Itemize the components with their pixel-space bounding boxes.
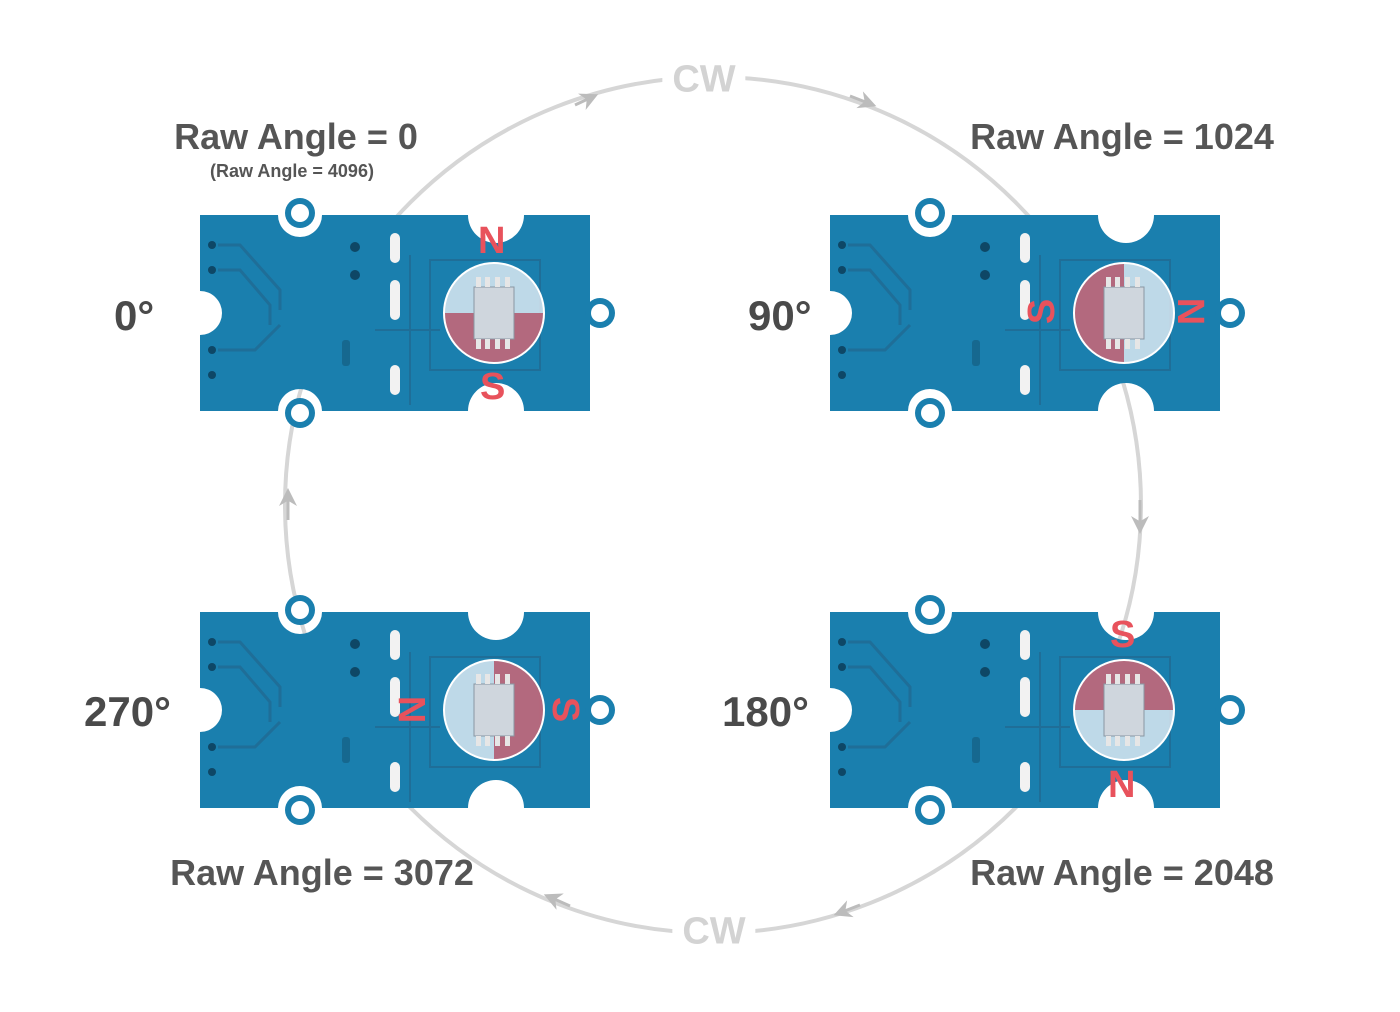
- raw-angle-label-0: Raw Angle = 0: [174, 116, 418, 157]
- arrow-top-right: [849, 91, 877, 109]
- degree-label-90: 90°: [748, 292, 812, 339]
- sensor-board-180: [828, 593, 1247, 827]
- north-pole-label-270: N: [392, 695, 435, 724]
- arrow-bottom-left: [543, 893, 571, 910]
- arrow-top-left: [574, 93, 599, 110]
- sensor-board-90: [828, 196, 1247, 430]
- south-pole-label-270: S: [544, 696, 587, 723]
- raw-angle-label-270: Raw Angle = 3072: [170, 852, 474, 893]
- raw-angle-note-0: (Raw Angle = 4096): [210, 161, 374, 181]
- raw-angle-label-90: Raw Angle = 1024: [970, 116, 1274, 157]
- degree-label-270: 270°: [84, 688, 171, 735]
- south-pole-label-0: S: [480, 366, 506, 408]
- north-pole-label-180: N: [1108, 764, 1136, 806]
- south-pole-label-90: S: [1021, 298, 1064, 325]
- north-pole-label-90: N: [1169, 297, 1212, 326]
- degree-label-180: 180°: [722, 688, 809, 735]
- sensor-board-270: [198, 593, 617, 827]
- degree-label-0: 0°: [114, 292, 155, 339]
- cw-label-top: CW: [662, 58, 746, 102]
- north-pole-label-0: N: [478, 220, 506, 262]
- sensor-board-0: [198, 196, 617, 430]
- cw-label-bottom: CW: [672, 910, 756, 954]
- arrow-bottom-right: [833, 900, 861, 918]
- raw-angle-label-180: Raw Angle = 2048: [970, 852, 1274, 893]
- south-pole-label-180: S: [1110, 614, 1136, 656]
